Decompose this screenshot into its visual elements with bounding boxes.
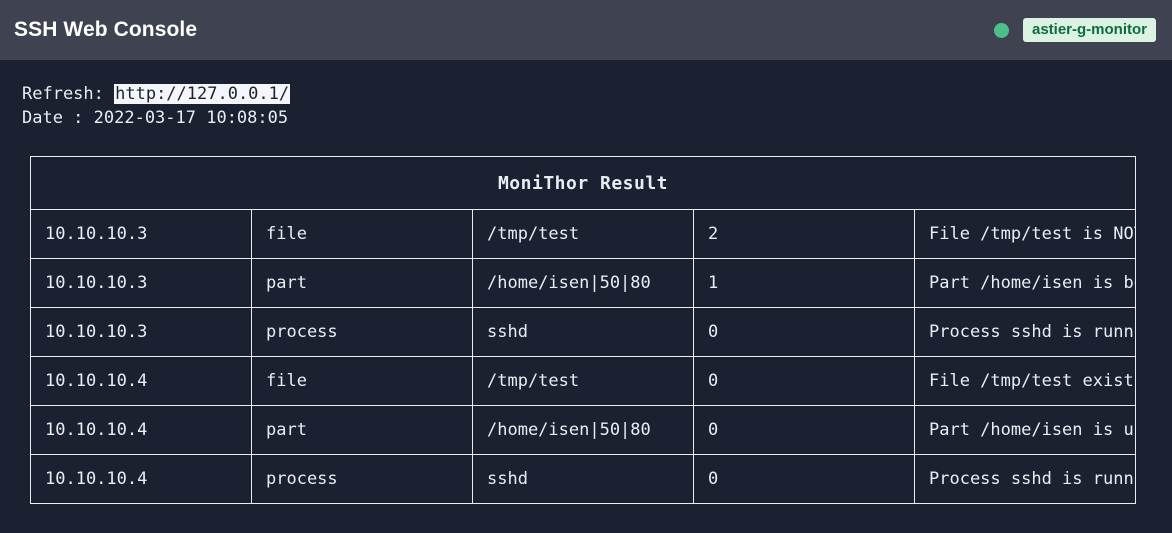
page-title: SSH Web Console bbox=[14, 18, 198, 41]
status-badge[interactable]: astier-g-monitor bbox=[1022, 18, 1156, 42]
refresh-line: Refresh: http://127.0.0.1/ bbox=[22, 82, 1172, 106]
cell-message: File /tmp/test exist bbox=[914, 356, 1136, 406]
cell-status-code: 0 bbox=[693, 454, 915, 504]
cell-check-type: file bbox=[251, 209, 473, 259]
cell-status-code: 0 bbox=[693, 356, 915, 406]
cell-target: sshd bbox=[472, 307, 694, 357]
table-head: MoniThor Result bbox=[30, 156, 1136, 210]
cell-status-code: 2 bbox=[693, 209, 915, 259]
cell-target: sshd bbox=[472, 454, 694, 504]
console-output: Refresh: http://127.0.0.1/ Date : 2022-0… bbox=[0, 60, 1172, 504]
table-title: MoniThor Result bbox=[30, 156, 1136, 210]
refresh-label: Refresh: bbox=[22, 84, 115, 104]
cell-host: 10.10.10.4 bbox=[30, 454, 252, 504]
date-line: Date : 2022-03-17 10:08:05 bbox=[22, 108, 289, 128]
cell-host: 10.10.10.3 bbox=[30, 209, 252, 259]
app-header-bar: SSH Web Console astier-g-monitor bbox=[0, 0, 1172, 60]
cell-target: /tmp/test bbox=[472, 209, 694, 259]
cell-message: Part /home/isen is under 50% : 1 bbox=[914, 405, 1136, 455]
table-title-row: MoniThor Result bbox=[30, 156, 1136, 210]
cell-host: 10.10.10.3 bbox=[30, 258, 252, 308]
cell-message: Process sshd is running bbox=[914, 454, 1136, 504]
cell-message: Part /home/isen is between 50% and 80% :… bbox=[914, 258, 1136, 308]
connection-status-cluster: astier-g-monitor bbox=[993, 18, 1156, 42]
cell-message: Process sshd is running bbox=[914, 307, 1136, 357]
cell-status-code: 1 bbox=[693, 258, 915, 308]
cell-target: /home/isen|50|80 bbox=[472, 405, 694, 455]
cell-message: File /tmp/test is NOT present bbox=[914, 209, 1136, 259]
cell-check-type: part bbox=[251, 258, 473, 308]
refresh-url-link[interactable]: http://127.0.0.1/ bbox=[114, 84, 291, 104]
cell-check-type: process bbox=[251, 454, 473, 504]
cell-host: 10.10.10.4 bbox=[30, 405, 252, 455]
cell-check-type: file bbox=[251, 356, 473, 406]
cell-check-type: part bbox=[251, 405, 473, 455]
cell-target: /home/isen|50|80 bbox=[472, 258, 694, 308]
cell-target: /tmp/test bbox=[472, 356, 694, 406]
cell-host: 10.10.10.3 bbox=[30, 307, 252, 357]
cell-status-code: 0 bbox=[693, 405, 915, 455]
status-dot-icon bbox=[993, 22, 1009, 38]
cell-check-type: process bbox=[251, 307, 473, 357]
cell-status-code: 0 bbox=[693, 307, 915, 357]
cell-host: 10.10.10.4 bbox=[30, 356, 252, 406]
